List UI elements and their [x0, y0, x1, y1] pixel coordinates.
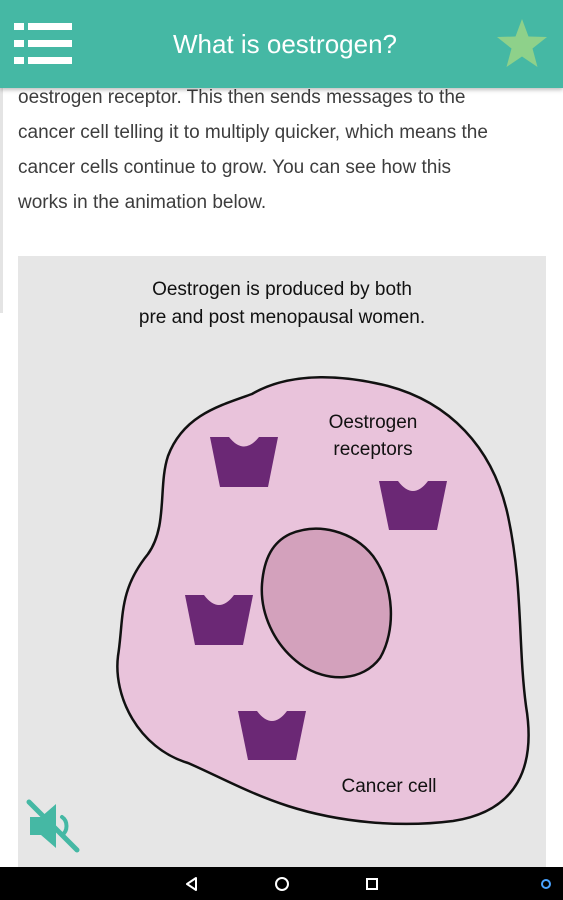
article-paragraph: oestrogen receptor. This then sends mess…	[18, 88, 548, 220]
assistant-button[interactable]	[535, 873, 557, 895]
paragraph-line: oestrogen receptor. This then sends mess…	[18, 88, 466, 108]
home-button[interactable]	[271, 873, 293, 895]
receptor-shape	[238, 711, 306, 760]
cancer-cell-label: Cancer cell	[341, 776, 437, 797]
recents-button[interactable]	[361, 873, 383, 895]
paragraph-line: works in the animation below.	[18, 192, 267, 213]
caption-line: Oestrogen is produced by both	[152, 279, 412, 300]
system-nav-bar	[0, 867, 563, 900]
back-button[interactable]	[181, 873, 203, 895]
paragraph-line: cancer cells continue to grow. You can s…	[18, 157, 452, 178]
paragraph-line: cancer cell telling it to multiply quick…	[18, 122, 488, 143]
animation-panel[interactable]: Oestrogen is produced by both pre and po…	[18, 256, 546, 867]
receptors-label-line: Oestrogen	[328, 412, 418, 433]
cancer-cell-diagram	[116, 376, 530, 826]
home-circle-icon	[275, 877, 289, 891]
animation-caption: Oestrogen is produced by both pre and po…	[18, 276, 546, 332]
menu-button[interactable]	[14, 20, 74, 68]
nucleus-shape	[260, 527, 393, 679]
receptor-shape	[210, 437, 278, 487]
content-area[interactable]: oestrogen receptor. This then sends mess…	[0, 88, 563, 867]
page-title: What is oestrogen?	[172, 29, 397, 59]
back-triangle-icon	[186, 877, 197, 891]
list-menu-icon	[14, 23, 72, 64]
caption-line: pre and post menopausal women.	[138, 307, 426, 328]
receptors-label: Oestrogen receptors	[288, 409, 458, 463]
favorite-button[interactable]	[496, 18, 548, 70]
receptor-shape	[185, 595, 253, 645]
app-bar: What is oestrogen?	[0, 0, 563, 88]
mute-button[interactable]	[24, 797, 82, 855]
receptor-shape	[379, 481, 447, 530]
receptors-label-line: receptors	[333, 439, 413, 460]
divider	[0, 88, 3, 313]
volume-off-icon	[26, 799, 80, 853]
recents-square-icon	[366, 878, 378, 890]
assistant-dot-icon	[541, 879, 551, 889]
star-icon	[497, 19, 547, 67]
